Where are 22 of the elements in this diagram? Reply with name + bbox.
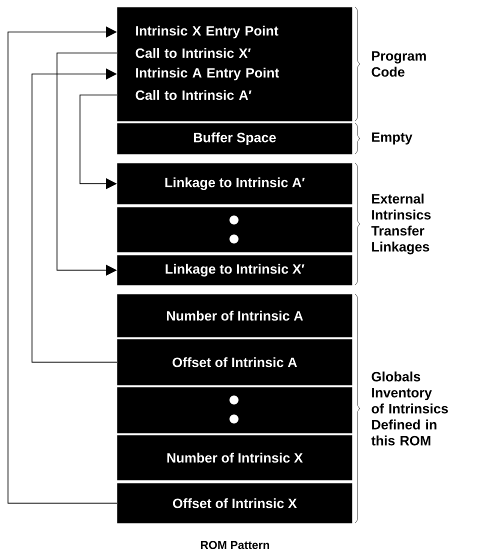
memory-cell: Linkage to Intrinsic X′ [117,255,352,286]
memory-cell: Linkage to Intrinsic A′ [117,163,352,204]
section-label: Globals Inventory of Intrinsics Defined in this ROM [371,372,448,446]
section-label: Empty [372,132,412,145]
caption: ROM Pattern [200,540,270,550]
code-line: Intrinsic X Entry Point [136,26,278,38]
memory-cell [117,207,352,252]
memory-cell: Offset of Intrinsic X [117,483,352,524]
code-line: Call to Intrinsic A′ [136,90,252,100]
memory-cell: Number of Intrinsic X [117,435,352,480]
arrow [32,68,118,363]
code-line: Intrinsic A Entry Point [136,68,280,80]
memory-cell: Number of Intrinsic A [117,294,352,338]
memory-cell [117,387,352,434]
section-label: External Intrinsics Transfer Linkages [371,194,431,254]
section-label: Program Code [372,51,426,77]
code-line: Call to Intrinsic X′ [136,48,251,58]
memory-cell: Buffer Space [117,123,352,154]
arrow [56,52,118,276]
arrow [80,94,118,190]
arrow [8,26,118,504]
memory-cell: Offset of Intrinsic A [117,339,352,386]
